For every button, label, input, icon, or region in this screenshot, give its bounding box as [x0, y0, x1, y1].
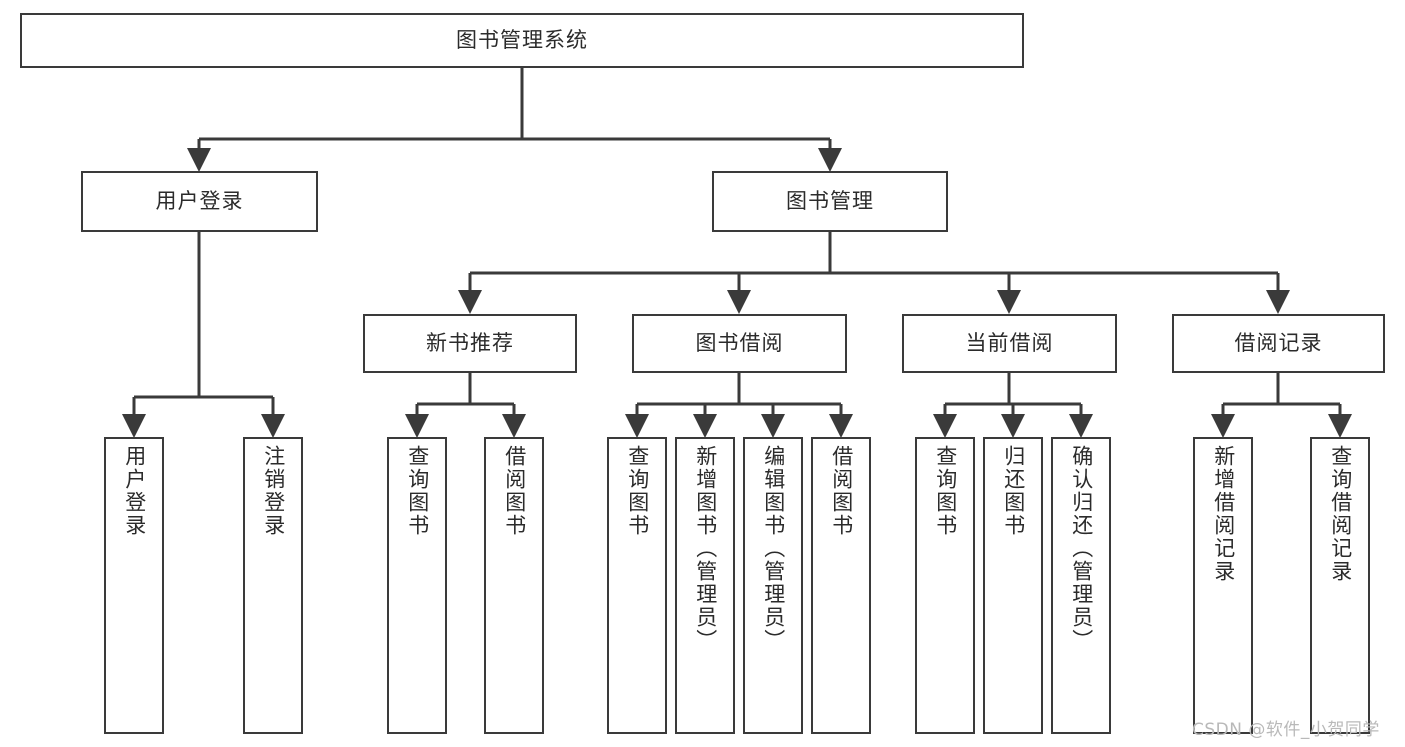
node-borrow-record-label: 借阅记录: [1234, 330, 1323, 355]
leaf-query-record-label: 查询借阅记录: [1328, 445, 1353, 583]
node-book-manage-label: 图书管理: [786, 188, 874, 213]
node-current-borrow-label: 当前借阅: [965, 330, 1054, 355]
watermark-text: CSDN @软件_小贺同学: [1192, 720, 1380, 740]
leaf-edit-book[interactable]: 编辑图书（管理员）: [743, 437, 803, 734]
leaf-edit-book-label: 编辑图书（管理员）: [761, 445, 786, 652]
node-root[interactable]: 图书管理系统: [20, 13, 1024, 68]
leaf-query-book-3[interactable]: 查询图书: [915, 437, 975, 734]
leaf-add-book[interactable]: 新增图书（管理员）: [675, 437, 735, 734]
leaf-add-record-label: 新增借阅记录: [1211, 445, 1236, 583]
leaf-borrow-book-2-label: 借阅图书: [829, 445, 854, 537]
node-current-borrow[interactable]: 当前借阅: [902, 314, 1117, 373]
leaf-user-login-label: 用户登录: [122, 445, 147, 537]
leaf-return-book[interactable]: 归还图书: [983, 437, 1043, 734]
node-book-manage[interactable]: 图书管理: [712, 171, 948, 232]
leaf-query-book-3-label: 查询图书: [933, 445, 958, 537]
leaf-logout-label: 注销登录: [261, 445, 286, 537]
node-borrow-record[interactable]: 借阅记录: [1172, 314, 1385, 373]
leaf-borrow-book-1[interactable]: 借阅图书: [484, 437, 544, 734]
leaf-user-login[interactable]: 用户登录: [104, 437, 164, 734]
leaf-query-book-1-label: 查询图书: [405, 445, 430, 537]
leaf-query-book-1[interactable]: 查询图书: [387, 437, 447, 734]
node-root-label: 图书管理系统: [456, 27, 588, 52]
leaf-query-book-2-label: 查询图书: [625, 445, 650, 537]
leaf-borrow-book-2[interactable]: 借阅图书: [811, 437, 871, 734]
leaf-return-book-label: 归还图书: [1001, 445, 1026, 537]
leaf-borrow-book-1-label: 借阅图书: [502, 445, 527, 537]
leaf-confirm-return[interactable]: 确认归还（管理员）: [1051, 437, 1111, 734]
leaf-query-book-2[interactable]: 查询图书: [607, 437, 667, 734]
node-user-login[interactable]: 用户登录: [81, 171, 318, 232]
leaf-logout[interactable]: 注销登录: [243, 437, 303, 734]
node-new-book-rec-label: 新书推荐: [426, 330, 514, 355]
node-new-book-rec[interactable]: 新书推荐: [363, 314, 577, 373]
node-user-login-label: 用户登录: [155, 188, 244, 213]
leaf-add-book-label: 新增图书（管理员）: [693, 445, 718, 652]
node-book-borrow[interactable]: 图书借阅: [632, 314, 847, 373]
leaf-confirm-return-label: 确认归还（管理员）: [1069, 445, 1094, 652]
leaf-query-record[interactable]: 查询借阅记录: [1310, 437, 1370, 734]
leaf-add-record[interactable]: 新增借阅记录: [1193, 437, 1253, 734]
node-book-borrow-label: 图书借阅: [695, 330, 784, 355]
